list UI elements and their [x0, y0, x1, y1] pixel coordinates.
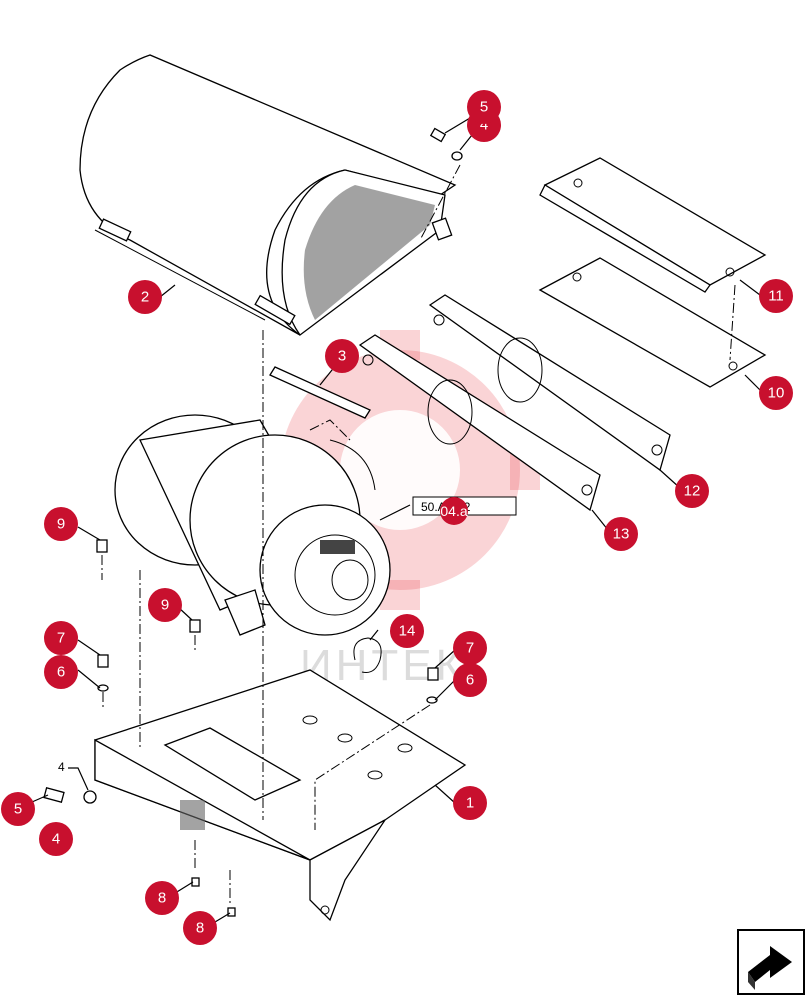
callout-8-b[interactable]: 8 — [183, 911, 217, 945]
callout-1[interactable]: 1 — [453, 786, 487, 820]
callout-2[interactable]: 2 — [128, 280, 162, 314]
svg-text:4: 4 — [52, 831, 60, 848]
callout-14[interactable]: 14 — [390, 614, 424, 648]
svg-text:7: 7 — [57, 630, 65, 647]
svg-text:7: 7 — [466, 640, 474, 657]
callout-6-right[interactable]: 6 — [453, 663, 487, 697]
svg-text:12: 12 — [684, 483, 701, 500]
callout-5-top[interactable]: 5 — [467, 90, 501, 124]
base-plate-part — [94, 669, 467, 922]
callout-9-b[interactable]: 9 — [148, 588, 182, 622]
callout-12[interactable]: 12 — [675, 474, 709, 508]
clamp-part — [353, 637, 382, 673]
gasket-plate-part — [358, 334, 601, 512]
svg-text:6: 6 — [57, 664, 65, 681]
svg-text:9: 9 — [57, 516, 65, 533]
plate-part — [538, 257, 767, 388]
small-label-4: 4 — [58, 760, 65, 774]
callout-3[interactable]: 3 — [325, 339, 359, 373]
svg-text:5: 5 — [480, 99, 488, 116]
callout-10[interactable]: 10 — [759, 376, 793, 410]
hardware-parts — [43, 127, 463, 917]
next-page-arrow-icon[interactable] — [737, 929, 805, 995]
alignment-lines — [101, 164, 736, 905]
cover-part — [79, 54, 457, 336]
long-plate-part — [428, 294, 671, 472]
top-bracket-part — [539, 157, 767, 293]
svg-text:5: 5 — [14, 801, 22, 818]
reference-overlay-text: 04.a — [440, 503, 467, 519]
svg-text:2: 2 — [141, 289, 149, 306]
callout-9-a[interactable]: 9 — [44, 507, 78, 541]
callout-8-a[interactable]: 8 — [145, 881, 179, 915]
svg-text:4: 4 — [480, 117, 488, 134]
svg-text:10: 10 — [768, 385, 785, 402]
callout-5-left[interactable]: 5 — [1, 792, 35, 826]
callout-6-left[interactable]: 6 — [44, 655, 78, 689]
callout-7-right[interactable]: 7 — [453, 631, 487, 665]
svg-text:8: 8 — [196, 920, 204, 937]
svg-text:8: 8 — [158, 890, 166, 907]
svg-text:13: 13 — [613, 526, 630, 543]
svg-text:1: 1 — [466, 795, 474, 812]
svg-text:11: 11 — [768, 288, 784, 305]
svg-text:6: 6 — [466, 672, 474, 689]
svg-text:14: 14 — [399, 623, 416, 640]
callout-7-left[interactable]: 7 — [44, 621, 78, 655]
filter-assembly-part — [114, 414, 391, 636]
callout-11[interactable]: 11 — [759, 279, 793, 313]
callout-4-left[interactable]: 4 — [39, 822, 73, 856]
svg-text:3: 3 — [338, 348, 346, 365]
callout-13[interactable]: 13 — [604, 517, 638, 551]
reference-tag[interactable]: 50.AB 02 04.a — [412, 496, 517, 525]
svg-text:9: 9 — [161, 597, 169, 614]
rod-part — [269, 366, 371, 419]
